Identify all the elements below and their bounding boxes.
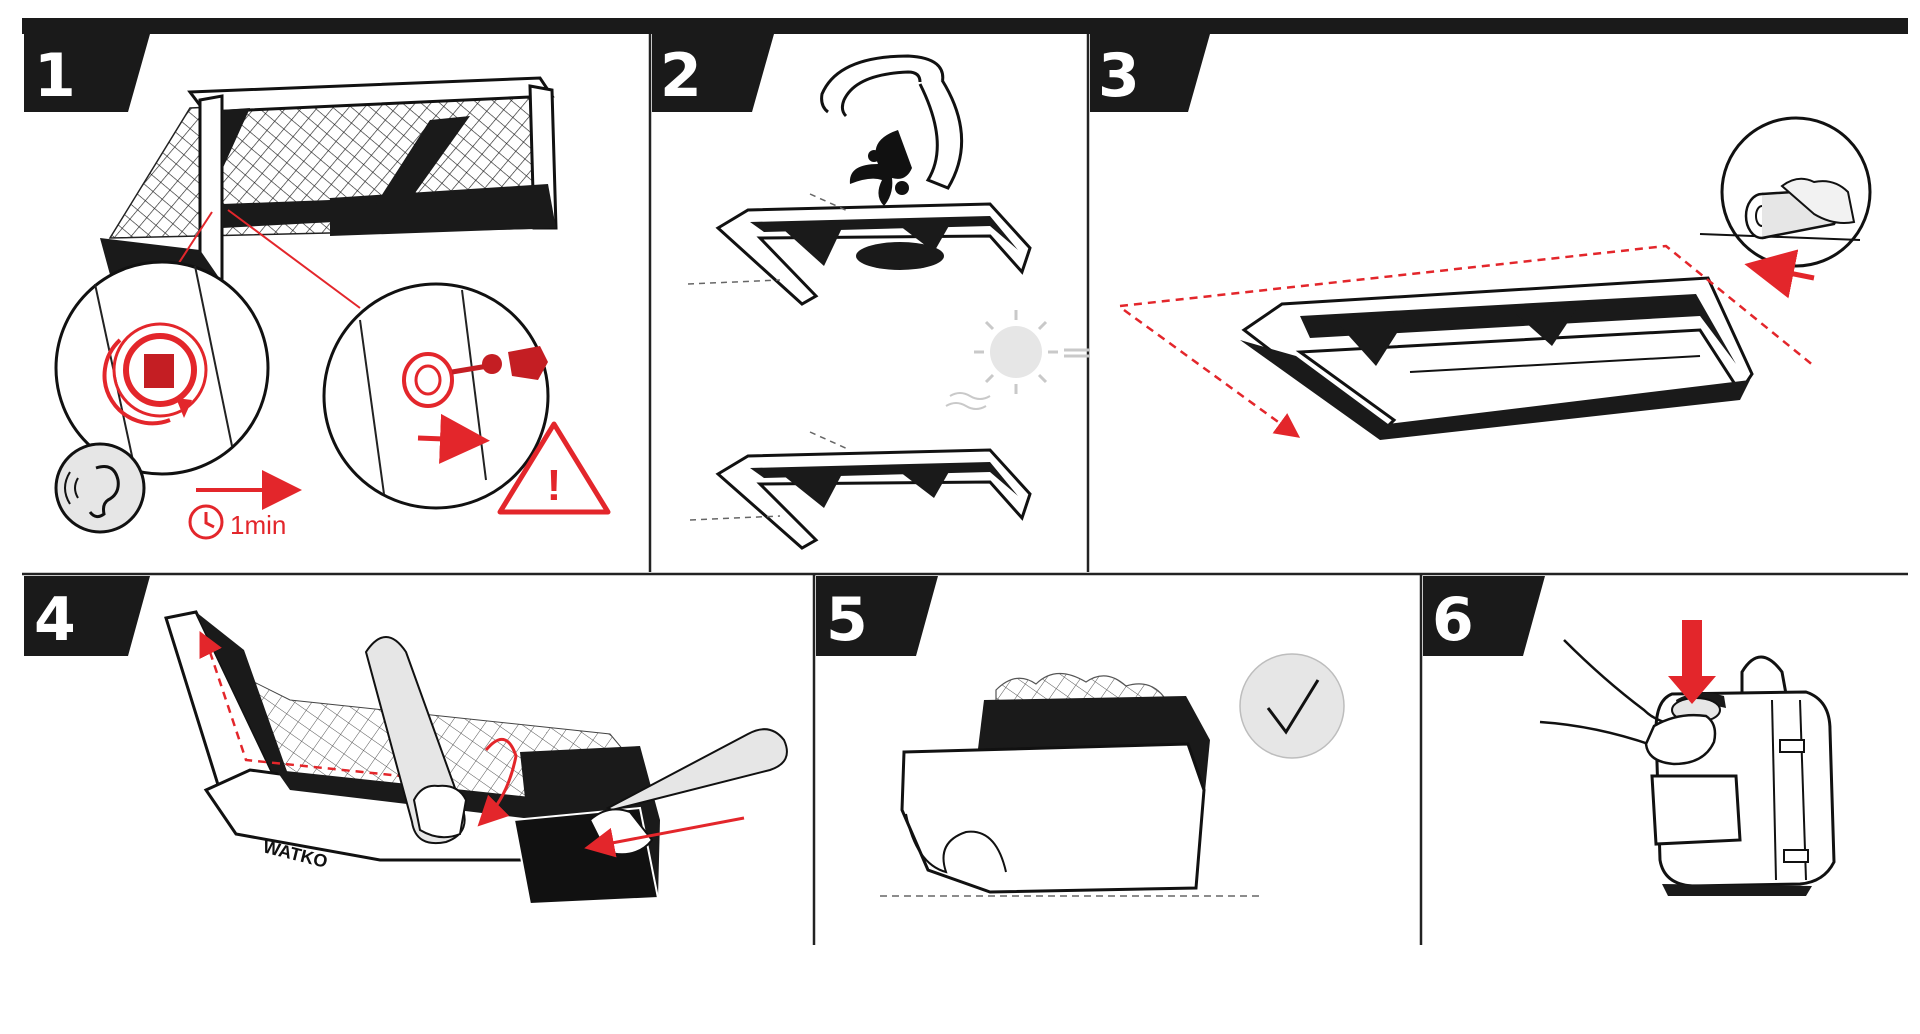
warning-mark: ! xyxy=(547,461,562,510)
panel-grid xyxy=(22,18,1908,945)
step-number-3: 3 xyxy=(1098,41,1140,111)
fold-goal-icon xyxy=(164,610,788,906)
backpack-icon xyxy=(1539,639,1836,896)
hiss-ear-icon xyxy=(54,442,146,534)
timer-icon xyxy=(188,470,302,540)
step-tab-4 xyxy=(24,576,150,656)
step-tab-5 xyxy=(816,576,938,656)
step-number-4: 4 xyxy=(34,585,76,655)
water-hose-icon xyxy=(820,54,964,206)
sun-icon xyxy=(945,310,1090,410)
fold-outline xyxy=(1119,244,1815,438)
step-number-6: 6 xyxy=(1432,585,1474,655)
valve-detail-left xyxy=(54,260,270,476)
deflated-goal-upper xyxy=(687,193,1032,306)
flat-goal xyxy=(1240,276,1754,440)
step-number-2: 2 xyxy=(660,41,702,111)
deflated-goal-lower xyxy=(689,431,1032,550)
step-tab-6 xyxy=(1423,576,1545,656)
step-tab-3 xyxy=(1090,34,1210,112)
folded-goal-icon xyxy=(880,672,1260,897)
step-number-5: 5 xyxy=(826,585,868,655)
step-number-1: 1 xyxy=(34,41,76,111)
warning-icon xyxy=(497,421,611,515)
arrow-down-icon xyxy=(1668,620,1716,704)
valve-icon xyxy=(322,282,550,510)
timer-label: 1min xyxy=(230,510,286,540)
roll-hand-icon xyxy=(1699,116,1872,299)
step-tab-2 xyxy=(652,34,774,112)
goal-icon xyxy=(100,76,558,288)
step-tab-1 xyxy=(24,34,150,112)
checkmark-icon xyxy=(1239,653,1345,759)
